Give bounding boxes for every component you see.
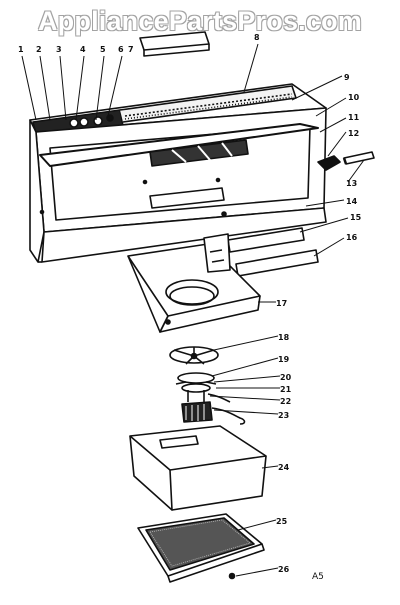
- callout-19: 19: [278, 355, 290, 364]
- callout-9: 9: [344, 73, 350, 82]
- screw: [228, 572, 236, 580]
- callout-labels: 1 2 3 4 5 6 7 8 9 10 11 12 13 14 15 16 1…: [18, 33, 362, 574]
- hood-housing: [29, 83, 327, 263]
- bottom-enclosure: [129, 425, 267, 511]
- site-watermark: AppliancePartsPros.com: [37, 6, 362, 36]
- callout-2: 2: [36, 45, 42, 54]
- callout-15: 15: [350, 213, 362, 222]
- fan-blade: [169, 346, 219, 365]
- callout-11: 11: [348, 113, 360, 122]
- callout-14: 14: [346, 197, 358, 206]
- callout-13: 13: [346, 179, 357, 188]
- diagram-code: A5: [312, 572, 324, 582]
- callout-24: 24: [278, 463, 290, 472]
- callout-1: 1: [18, 45, 24, 54]
- callout-6: 6: [118, 45, 124, 54]
- filler-panels: [227, 227, 319, 277]
- blower-housing: [127, 233, 261, 333]
- callout-4: 4: [80, 45, 86, 54]
- motor-assembly: [175, 372, 246, 425]
- callout-3: 3: [56, 45, 62, 54]
- callout-7: 7: [128, 45, 134, 54]
- callout-21: 21: [280, 385, 292, 394]
- callout-10: 10: [348, 93, 360, 102]
- callout-22: 22: [280, 397, 291, 406]
- leader-lines: [21, 43, 365, 577]
- callout-26: 26: [278, 565, 290, 574]
- callout-23: 23: [278, 411, 289, 420]
- callout-25: 25: [276, 517, 288, 526]
- callout-5: 5: [100, 45, 106, 54]
- callout-18: 18: [278, 333, 290, 342]
- callout-12: 12: [348, 129, 359, 138]
- grease-filter: [137, 513, 265, 583]
- callout-20: 20: [280, 373, 292, 382]
- callout-8: 8: [254, 33, 260, 42]
- light-bulb-and-socket: [317, 151, 375, 171]
- callout-16: 16: [346, 233, 358, 242]
- top-trim-piece: [139, 31, 210, 57]
- callout-17: 17: [276, 299, 287, 308]
